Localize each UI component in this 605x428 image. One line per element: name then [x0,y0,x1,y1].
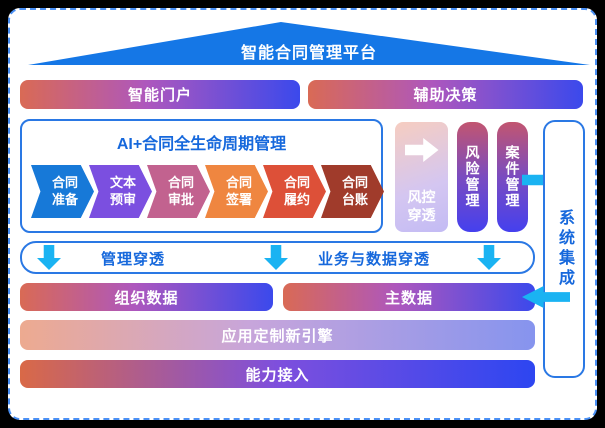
org-data-label: 组织数据 [114,289,179,307]
stage-label: 合同 [225,175,252,191]
penetration-box: 管理穿透 业务与数据穿透 [20,241,535,274]
stage-label: 准备 [51,191,78,207]
stage-chevron-signing: 合同 签署 [205,165,268,218]
case-management-label: 案件管理 [504,145,521,209]
master-data-bar: 主数据 [283,283,535,311]
stage-label: 预审 [109,191,136,207]
stage-label: 文本 [109,175,136,191]
down-arrow-icon [264,245,288,270]
portal-bar: 智能门户 [20,80,300,109]
down-arrow-icon [477,245,501,270]
stage-label: 审批 [167,191,194,207]
stage-chevron-performance: 合同 履约 [263,165,326,218]
risk-management-bar: 风险管理 [457,122,488,232]
portal-bar-label: 智能门户 [127,87,192,104]
app-customization-engine-bar: 应用定制新引擎 [20,320,535,350]
stage-label: 履约 [283,191,310,207]
management-penetration-label: 管理穿透 [100,251,165,268]
risk-control-line1: 风控 [407,189,436,205]
stage-label: 签署 [225,191,252,207]
engine-bar-label: 应用定制新引擎 [221,327,334,345]
white-right-arrow-icon [404,138,439,162]
system-integration-box: 系统集成 [543,120,585,378]
risk-control-line2: 穿透 [407,206,436,223]
access-bar-label: 能力接入 [245,366,310,384]
platform-title: 智能合同管理平台 [240,45,377,62]
stage-label: 台账 [341,191,368,207]
risk-control-penetration-box: 风控 穿透 [395,122,448,232]
risk-management-label: 风险管理 [464,145,481,209]
system-integration-label: 系统集成 [556,209,573,289]
stage-chevron-ledger: 合同 台账 [321,165,384,218]
business-data-penetration-label: 业务与数据穿透 [317,251,430,268]
capability-access-bar: 能力接入 [20,360,535,388]
lifecycle-stage-row: 合同 准备 文本 预审 合同 审批 合同 签署 合同 履约 合同 台账 [31,165,384,218]
decision-bar-label: 辅助决策 [413,87,478,104]
stage-chevron-preparation: 合同 准备 [31,165,94,218]
platform-roof: 智能合同管理平台 [28,22,590,65]
lifecycle-title: AI+合同全生命周期管理 [116,136,287,153]
down-arrow-icon [37,245,61,270]
stage-label: 合同 [167,175,194,191]
risk-control-penetration-label: 风控 穿透 [408,189,436,224]
stage-label: 合同 [341,175,368,191]
stage-label: 合同 [283,175,310,191]
diagram-card: 智能合同管理平台 智能门户 辅助决策 AI+合同全生命周期管理 合同 准备 文本… [8,8,597,420]
stage-chevron-prereview: 文本 预审 [89,165,152,218]
stage-chevron-approval: 合同 审批 [147,165,210,218]
decision-bar: 辅助决策 [308,80,583,109]
lifecycle-box: AI+合同全生命周期管理 合同 准备 文本 预审 合同 审批 合同 签署 合同 … [20,119,384,233]
stage-label: 合同 [51,175,78,191]
master-data-label: 主数据 [384,289,433,307]
org-data-bar: 组织数据 [20,283,273,311]
